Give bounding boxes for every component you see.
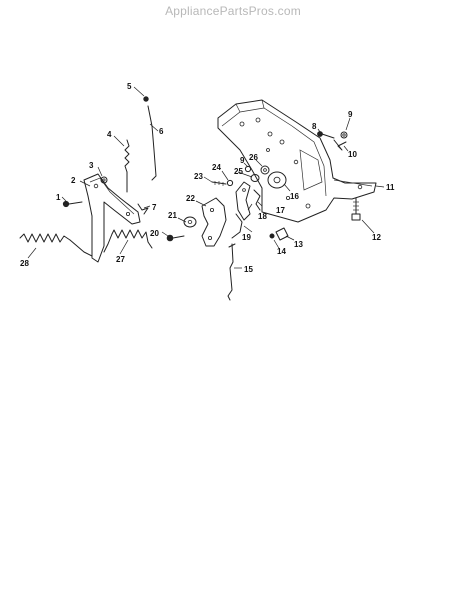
spring-part-4 — [124, 139, 130, 193]
leader-lines — [27, 86, 385, 269]
callout-10: 10 — [348, 150, 357, 159]
spring-part-28 — [19, 233, 93, 257]
callout-12: 12 — [372, 233, 381, 242]
callout-7: 7 — [152, 203, 157, 212]
spring-part-17 — [253, 189, 261, 211]
lever-part-19 — [231, 213, 243, 239]
callout-16: 16 — [290, 192, 299, 201]
screw-part-8 — [317, 131, 335, 139]
callout-19: 19 — [242, 233, 251, 242]
screw-part-14 — [269, 233, 275, 239]
stud-part-12 — [351, 197, 361, 221]
callout-21: 21 — [168, 211, 177, 220]
callout-28: 28 — [20, 259, 29, 268]
screw-part-20 — [166, 234, 185, 242]
bolt-part-23 — [211, 181, 227, 186]
callout-8: 8 — [312, 122, 317, 131]
governor-rod-part-15 — [227, 243, 236, 301]
callout-6: 6 — [159, 127, 164, 136]
control-bracket-part — [217, 99, 377, 223]
callout-4: 4 — [107, 130, 112, 139]
washer-part-21 — [183, 216, 197, 228]
clip-part-10 — [333, 139, 347, 151]
nut-part-9-center — [244, 165, 252, 173]
callout-17: 17 — [276, 206, 285, 215]
callout-18: 18 — [258, 212, 267, 221]
washer-part-25 — [250, 174, 260, 182]
callout-27: 27 — [116, 255, 125, 264]
callout-5: 5 — [127, 82, 132, 91]
lever-part-2 — [83, 173, 141, 263]
callout-9-center: 9 — [240, 156, 245, 165]
callout-labels: 1 2 3 4 5 6 7 8 9 9 10 11 12 13 14 15 16… — [20, 82, 395, 274]
callout-11: 11 — [386, 183, 395, 192]
callout-2: 2 — [71, 176, 76, 185]
site-watermark: AppliancePartsPros.com — [165, 4, 301, 18]
washer-part-16 — [267, 171, 287, 189]
callout-24: 24 — [212, 163, 221, 172]
screw-part-1 — [62, 200, 83, 208]
nut-part-9-right — [340, 131, 348, 139]
callout-26: 26 — [249, 153, 258, 162]
nut-part-3 — [100, 176, 108, 184]
callout-25: 25 — [234, 167, 243, 176]
callout-14: 14 — [277, 247, 286, 256]
washer-part-24 — [226, 179, 234, 187]
lever-part-18 — [235, 181, 251, 221]
callout-3: 3 — [89, 161, 94, 170]
callout-23: 23 — [194, 172, 203, 181]
callout-1: 1 — [56, 193, 61, 202]
nut-part-5 — [143, 96, 149, 102]
callout-13: 13 — [294, 240, 303, 249]
bracket-part-22 — [201, 197, 227, 247]
callout-15: 15 — [244, 265, 253, 274]
spring-part-27 — [103, 229, 153, 253]
callout-9-right: 9 — [348, 110, 353, 119]
callout-20: 20 — [150, 229, 159, 238]
nut-part-26 — [260, 165, 270, 175]
clip-part-7 — [137, 203, 149, 215]
rod-part-6 — [147, 105, 157, 181]
clip-part-13 — [275, 227, 289, 241]
callout-22: 22 — [186, 194, 195, 203]
